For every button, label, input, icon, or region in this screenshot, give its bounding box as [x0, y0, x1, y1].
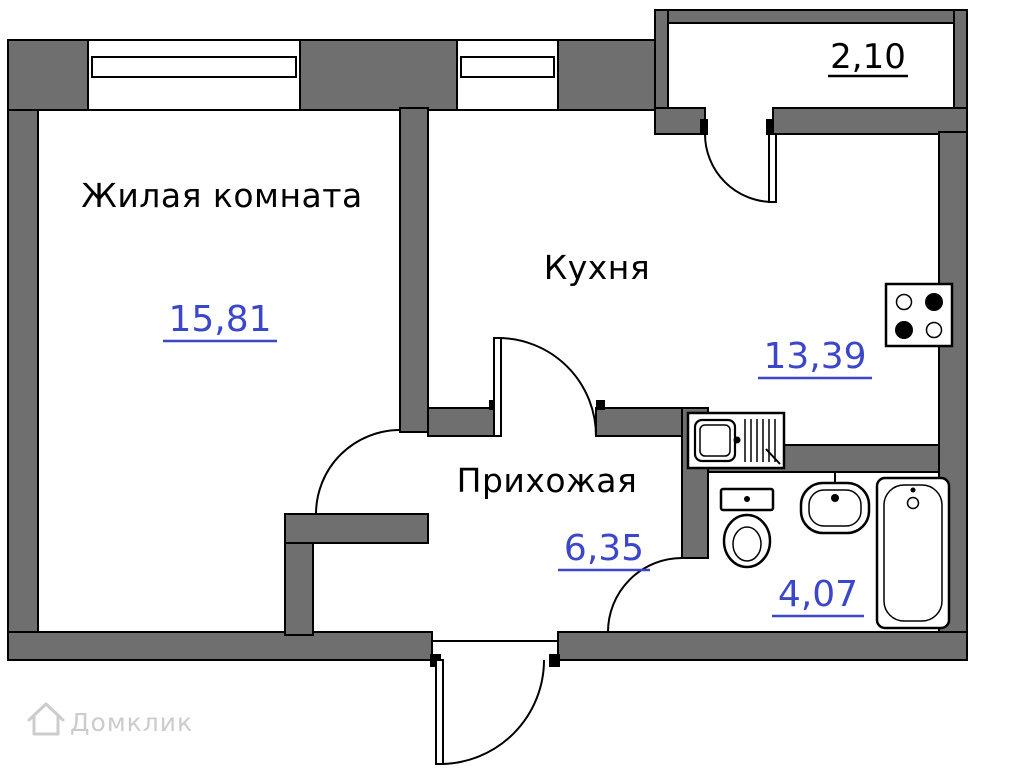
kitchen-door-jamb-right — [596, 400, 605, 410]
wall-kitchen-balcony-right — [772, 107, 968, 135]
balcony-door-jamb-left — [700, 119, 708, 135]
stove-icon — [884, 282, 954, 348]
wall-hall-kitchen-a — [427, 407, 499, 437]
kitchen-sink-icon — [686, 411, 786, 470]
wall-kitchen-balcony-left — [654, 107, 706, 135]
wall-balcony-top — [654, 9, 968, 24]
sink-faucet — [733, 436, 741, 444]
hallway-name: Прихожая — [457, 461, 638, 500]
wall-bottom-right — [557, 631, 968, 661]
washbasin-inner — [808, 489, 862, 527]
living-room-window-frame — [91, 56, 297, 78]
bathtub-drain — [906, 496, 920, 510]
kitchen-window-frame — [460, 56, 555, 78]
wall-top-c — [557, 39, 659, 111]
wall-top-a — [7, 39, 89, 111]
toilet-button — [744, 496, 750, 502]
entrance-door-jamb-right — [549, 654, 560, 667]
sink-drainboard — [744, 419, 776, 462]
stove-burner — [895, 321, 913, 339]
stove-burner — [895, 293, 913, 311]
bathroom-door-arc — [607, 557, 683, 633]
wall-living-stub-vertical — [284, 542, 314, 636]
living-room-name: Жилая комната — [81, 176, 362, 215]
stove-burner — [925, 293, 943, 311]
room-labels: Жилая комната 15,81 Кухня 13,39 Прихожая… — [81, 37, 908, 618]
wall-hall-kitchen-b — [595, 407, 683, 437]
entrance-door-leaf — [435, 659, 444, 765]
bathtub-inner — [883, 484, 943, 622]
washbasin-faucet — [831, 494, 839, 502]
bathtub-faucet — [910, 487, 916, 493]
toilet-bowl — [722, 513, 772, 569]
wall-left — [7, 39, 39, 661]
windows — [87, 39, 559, 111]
kitchen-door-arc — [497, 337, 597, 437]
balcony-door-jamb-right — [766, 119, 774, 135]
fixtures — [686, 282, 954, 630]
washbasin-icon — [799, 473, 871, 535]
watermark: Домклик — [27, 702, 193, 737]
wall-living-stub-horizontal — [284, 513, 429, 544]
watermark-label: Домклик — [70, 708, 193, 737]
wall-bottom-left — [7, 631, 433, 661]
sink-drain-pipe — [765, 448, 781, 465]
wall-living-divider — [399, 107, 429, 433]
house-icon — [27, 702, 65, 736]
living-room-area: 15,81 — [168, 299, 271, 340]
bathtub-icon — [875, 476, 951, 630]
balcony-area: 2,10 — [830, 37, 906, 77]
balcony-door-arc — [704, 133, 774, 203]
kitchen-door-leaf — [493, 337, 502, 437]
toilet-bowl-inner — [732, 526, 762, 562]
entrance-door-arc — [439, 659, 545, 765]
kitchen-area: 13,39 — [763, 336, 866, 377]
wall-top-b — [299, 39, 458, 111]
kitchen-name: Кухня — [544, 248, 650, 287]
stove-burner — [925, 321, 943, 339]
toilet-icon — [719, 487, 775, 569]
stove-body — [884, 282, 954, 348]
living-room-door-arc — [315, 429, 401, 515]
sink-bowl-inner — [699, 424, 731, 457]
bathroom-area: 4,07 — [778, 574, 858, 615]
hallway-area: 6,35 — [564, 528, 644, 569]
balcony-door-leaf — [768, 133, 777, 203]
washbasin-body — [799, 481, 871, 535]
bathtub-body — [875, 476, 951, 630]
doors — [315, 119, 777, 765]
